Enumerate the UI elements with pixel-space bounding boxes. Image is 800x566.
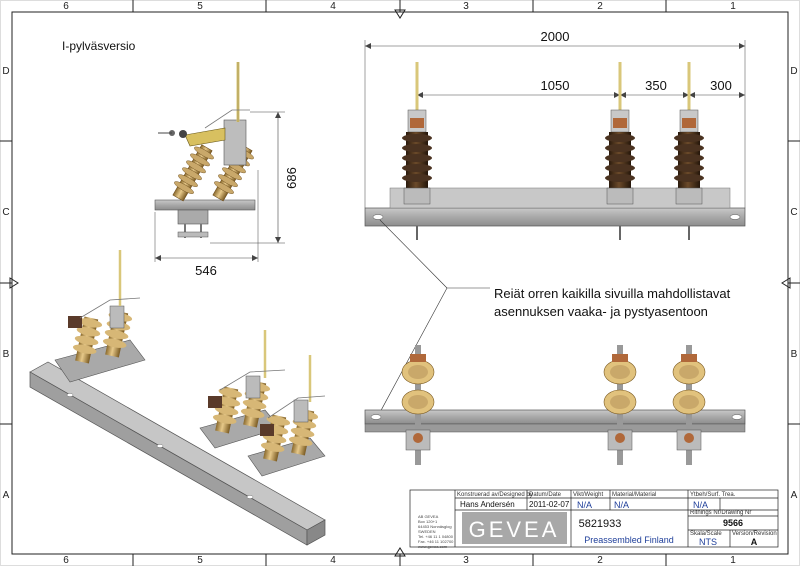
company-address: AB GEVEA Box 120+1 64453 Nonnäsglog SWED… [418, 514, 454, 549]
gevea-logo: GEVEA [469, 517, 560, 542]
drawing-no-value: 9566 [723, 518, 743, 528]
zone-row-right: B [791, 349, 798, 360]
zone-col-bottom: 5 [197, 555, 203, 566]
zone-col-top: 2 [597, 1, 603, 12]
date-label: Datum/Date [529, 492, 562, 498]
dim-span-2: 350 [645, 78, 667, 93]
address-line: Fax. +46 11 102700 [418, 539, 454, 544]
address-line: www.gevea.com [418, 544, 448, 549]
dim-total-width: 2000 [541, 29, 570, 44]
surface-value: N/A [693, 500, 708, 510]
address-line: SWEDEN [418, 529, 436, 534]
zone-row-left: D [2, 66, 9, 77]
front-view [364, 40, 746, 227]
note-leaders [377, 219, 490, 417]
date-value: 2011-02-07 [529, 500, 570, 509]
top-insulator-2 [603, 345, 637, 465]
front-insulator-3 [674, 62, 704, 240]
designed-by-label: Konstruerad av/Designed by [457, 492, 533, 498]
dim-span-1: 1050 [541, 78, 570, 93]
iso-disconnector-3 [247, 355, 326, 477]
top-insulator-3 [672, 345, 706, 465]
zone-row-left: B [3, 349, 10, 360]
address-line: Tel. +46 11 1 04800 [418, 534, 454, 539]
zone-col-top: 4 [330, 1, 336, 12]
zone-col-bottom: 2 [597, 555, 603, 566]
zone-col-bottom: 6 [63, 555, 69, 566]
drawing-no-label: Ritnings Nr/Drawing Nr [690, 510, 751, 516]
top-view [364, 409, 746, 433]
scale-label: Skala/Scale [690, 531, 722, 537]
center-arrow-left [0, 277, 19, 289]
material-label: Material/Material [612, 492, 656, 498]
isometric-view [29, 361, 326, 546]
designed-by-value: Hans Andersén [460, 500, 515, 509]
zone-row-right: D [790, 66, 797, 77]
weight-value: N/A [577, 500, 592, 510]
top-insulator-1 [401, 345, 435, 465]
zone-col-bottom: 3 [463, 555, 469, 566]
front-insulator-1 [402, 62, 432, 240]
gevea-logo-panel [462, 512, 567, 544]
address-line: Box 120+1 [418, 519, 438, 524]
zone-col-bottom: 1 [730, 555, 736, 566]
iso-disconnector-2 [199, 330, 286, 449]
material-value: N/A [614, 500, 629, 510]
side-view [154, 62, 285, 262]
title-block [409, 489, 779, 548]
zone-col-top: 3 [463, 1, 469, 12]
note-line-2: asennuksen vaaka- ja pystyasentoon [494, 304, 708, 319]
zone-row-right: A [791, 490, 798, 501]
note-line-1: Reiät orren kaikilla sivuilla mahdollist… [494, 286, 731, 301]
part-number: 5821933 [579, 518, 622, 530]
dim-span-3: 300 [710, 78, 732, 93]
front-insulator-2 [605, 62, 635, 240]
zone-col-top: 5 [197, 1, 203, 12]
center-arrow-bottom [394, 547, 406, 566]
center-arrow-top [394, 0, 406, 19]
scale-value: NTS [699, 537, 717, 547]
zone-row-right: C [790, 207, 797, 218]
dim-side-height: 686 [284, 167, 299, 189]
iso-disconnector-1 [54, 250, 146, 383]
revision-value: A [751, 537, 758, 547]
drawing-title: I-pylväsversio [62, 39, 136, 53]
dim-side-width: 546 [195, 263, 217, 278]
zone-row-left: C [2, 207, 9, 218]
zone-col-bottom: 4 [330, 555, 336, 566]
zone-col-top: 6 [63, 1, 69, 12]
address-line: AB GEVEA [418, 514, 439, 519]
zone-col-top: 1 [730, 1, 736, 12]
surface-label: Ytbeh/Surf. Trea. [690, 492, 736, 498]
revision-label: Version/Revision [732, 531, 777, 537]
weight-label: Vikt/Weight [573, 492, 603, 498]
center-arrow-right [781, 277, 800, 289]
zone-row-left: A [3, 490, 10, 501]
description: Preassembled Finland [584, 535, 674, 545]
address-line: 64453 Nonnäsglog [418, 524, 452, 529]
